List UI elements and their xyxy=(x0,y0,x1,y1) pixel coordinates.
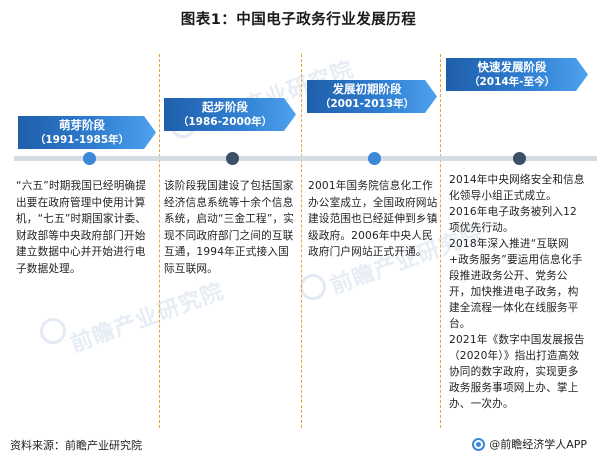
stage-name: 萌芽阶段 xyxy=(59,118,105,132)
timeline-bar xyxy=(14,156,597,161)
stage-flag-1: 萌芽阶段 （1991-1985年） xyxy=(18,116,156,149)
stage-description-2: 该阶段我国建设了包括国家经济信息系统等十余个信息系统，启动“三金工程”，实现不同… xyxy=(164,178,296,277)
stage-description-text: 2021年《数字中国发展报告（2020年）》指出打造高效协同的数字政府，实现更多… xyxy=(449,334,585,410)
stage-description-1: “六五”时期我国已经明确提出要在政府管理中使用计算机，“七五”时期国家计委、财政… xyxy=(16,178,156,277)
timeline-dot-stage-4 xyxy=(513,152,526,165)
stage-description-text: 该阶段我国建设了包括国家经济信息系统等十余个信息系统，启动“三金工程”，实现不同… xyxy=(164,180,295,275)
brand-logo-icon xyxy=(472,437,486,451)
stage-description-text: “六五”时期我国已经明确提出要在政府管理中使用计算机，“七五”时期国家计委、财政… xyxy=(16,180,147,275)
stage-name: 起步阶段 xyxy=(202,100,248,114)
stage-name: 快速发展阶段 xyxy=(477,60,547,74)
stage-period: （2014年-至今） xyxy=(468,76,556,88)
stage-period: （1991-1985年） xyxy=(34,134,130,146)
stage-flag-2: 起步阶段 （1986-2000年） xyxy=(164,98,296,131)
stage-flag-3: 发展初期阶段 （2001-2013年） xyxy=(307,80,437,113)
timeline-dot-stage-1 xyxy=(83,152,96,165)
stage-description-text: 2014年中央网络安全和信息化领导小组正式成立。 xyxy=(449,174,585,202)
watermark-logo-icon xyxy=(300,274,326,300)
stage-period: （2001-2013年） xyxy=(319,98,415,110)
chart-title: 图表1：中国电子政务行业发展历程 xyxy=(180,12,417,28)
stage-description-text: 2001年国务院信息化工作办公室成立，全国政府网站建设范围也已经延伸到乡镇级政府… xyxy=(308,180,438,258)
stage-name: 发展初期阶段 xyxy=(332,82,402,96)
stage-description-text: 2018年深入推进“互联网+政务服务”要运用信息化手段推进政务公开、党务公开，加… xyxy=(449,238,583,330)
watermark: 前瞻产业研究院 xyxy=(67,279,228,358)
stage-description-text: 2016年电子政务被列入12项优先行动。 xyxy=(449,206,577,234)
brand-credit: @前瞻经济学人APP xyxy=(472,436,587,452)
brand-text: @前瞻经济学人APP xyxy=(489,438,587,451)
timeline-dot-stage-2 xyxy=(226,152,239,165)
watermark-logo-icon xyxy=(40,318,66,344)
stage-description-4: 2014年中央网络安全和信息化领导小组正式成立。 2016年电子政务被列入12项… xyxy=(449,172,587,412)
stage-period: （1986-2000年） xyxy=(177,116,273,128)
stage-description-3: 2001年国务院信息化工作办公室成立，全国政府网站建设范围也已经延伸到乡镇级政府… xyxy=(308,178,438,261)
stage-divider xyxy=(301,54,302,428)
timeline-dot-stage-3 xyxy=(368,152,381,165)
stage-divider xyxy=(159,54,160,428)
stage-flag-4: 快速发展阶段 （2014年-至今） xyxy=(446,58,588,91)
source-note: 资料来源：前瞻产业研究院 xyxy=(10,439,142,452)
stage-divider xyxy=(440,54,441,428)
